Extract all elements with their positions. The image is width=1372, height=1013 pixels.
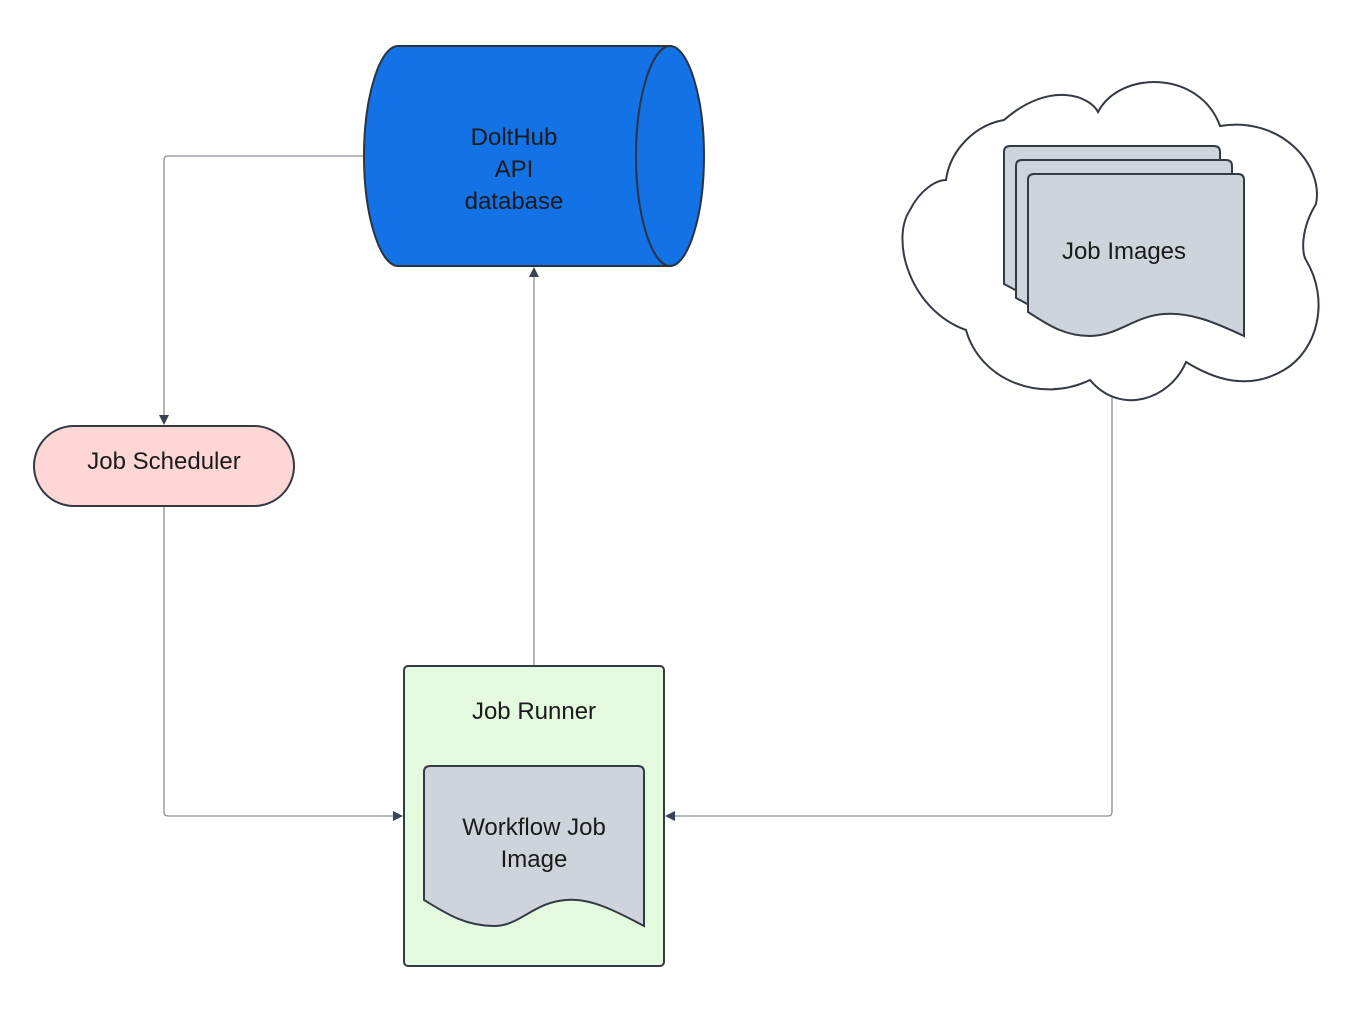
connector-cloud-to-runner <box>665 396 1113 821</box>
job-scheduler-node[interactable] <box>33 425 295 507</box>
database-label-line-2: API <box>494 156 534 183</box>
job-scheduler-label: Job Scheduler <box>87 448 241 475</box>
database-end-cap <box>634 45 671 267</box>
workflow-job-image-document[interactable] <box>423 765 645 928</box>
workflow-job-image-label-line-2: Image <box>500 846 568 873</box>
database-label-line-1: DoltHub <box>470 124 558 151</box>
connector-scheduler-to-runner <box>163 506 403 821</box>
job-runner-label: Job Runner <box>471 698 597 725</box>
job-image-document-front <box>1027 173 1245 338</box>
job-images-label: Job Images <box>1061 238 1187 265</box>
workflow-job-image-label-line-1: Workflow Job <box>462 814 606 841</box>
workflow-job-image-label: Workflow Job Image <box>424 812 644 876</box>
connector-database-to-scheduler <box>159 155 364 425</box>
job-images-stack[interactable] <box>1003 145 1245 338</box>
database-label-line-3: database <box>464 188 564 215</box>
database-label: DoltHub API database <box>414 122 614 218</box>
database-cylinder[interactable] <box>362 45 706 267</box>
